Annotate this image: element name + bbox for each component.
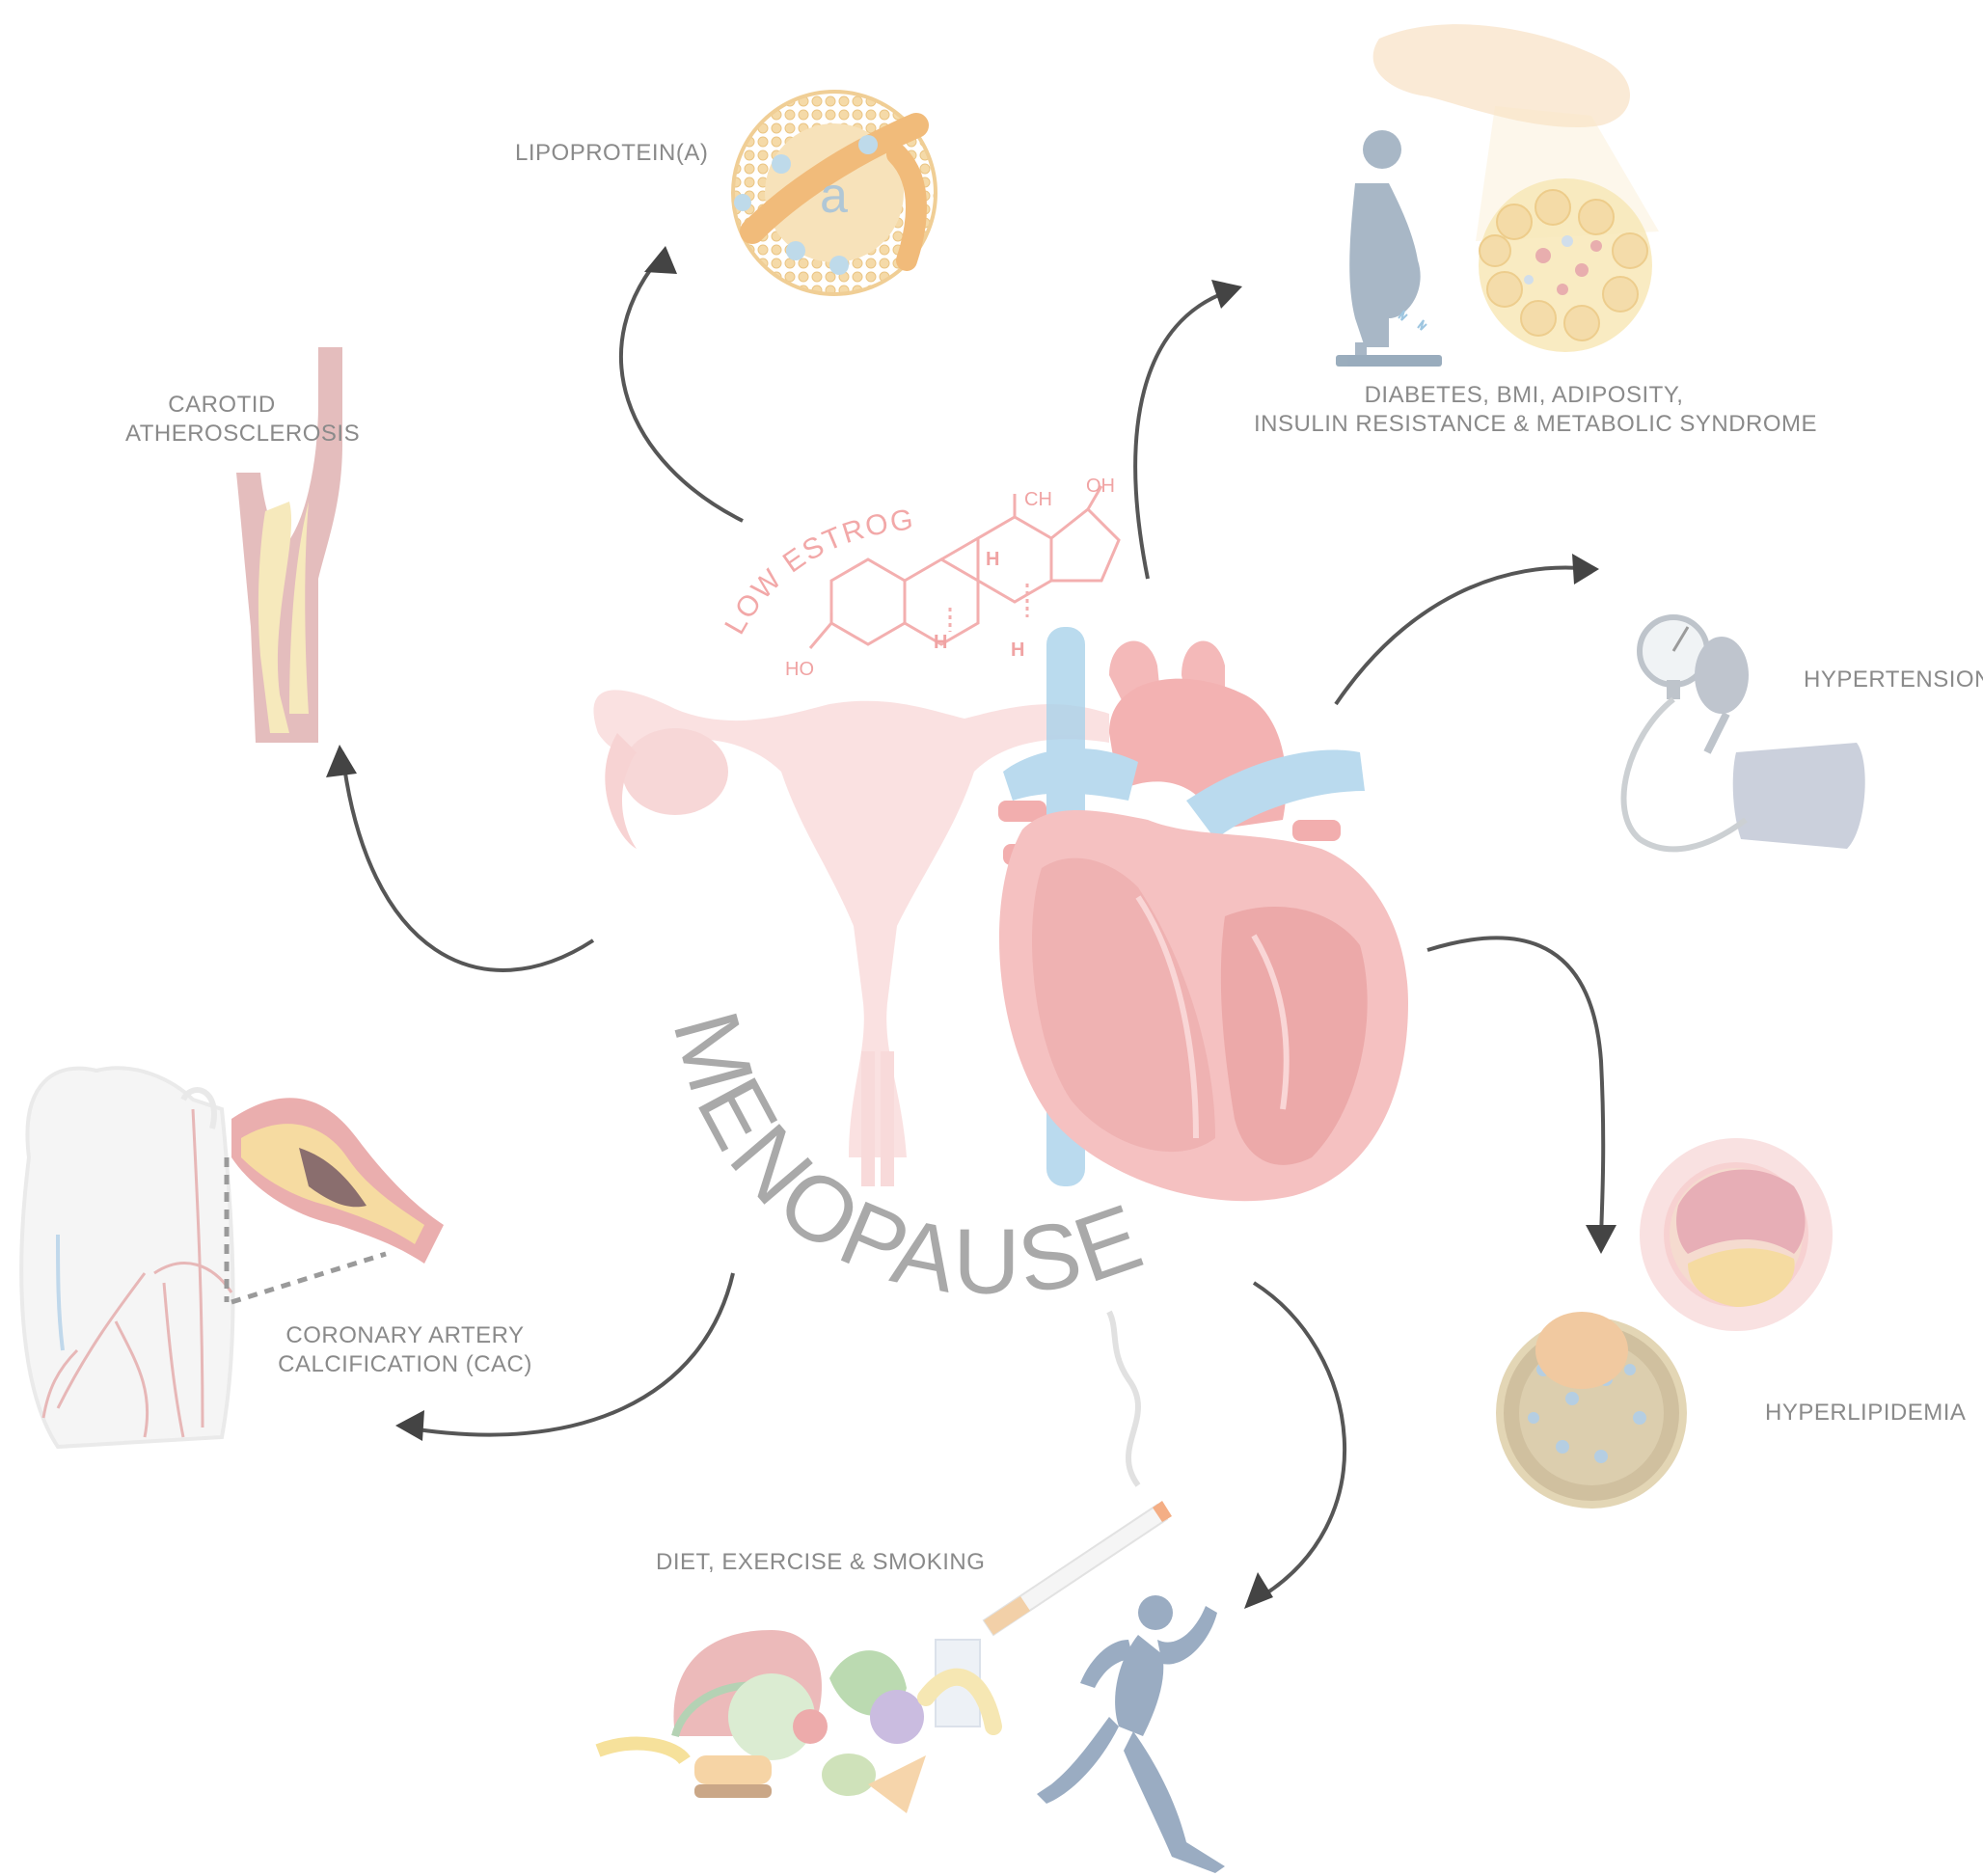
arrow-to-lipoprotein [618, 249, 744, 523]
arrow-to-hypertension [1334, 565, 1592, 706]
cac-label-line1: CORONARY ARTERY [285, 1322, 525, 1348]
cac-label-line2: CALCIFICATION (CAC) [278, 1351, 532, 1377]
arrow-to-cac [404, 1272, 735, 1437]
molecule-label-ho: HO [785, 659, 814, 680]
carotid-artery-illustration [236, 347, 342, 743]
scale-signal-icon [1398, 310, 1427, 331]
adipose-tissue-illustration [1479, 178, 1652, 352]
molecule-label-h3: H [1011, 639, 1024, 661]
arrowheads [326, 246, 1616, 1609]
zoom-dashed-lines [224, 1157, 387, 1305]
metabolic-label-line1: DIABETES, BMI, ADIPOSITY, [1364, 382, 1684, 408]
food-group-illustration [595, 1630, 1002, 1813]
blood-pressure-cuff-icon [1620, 614, 1865, 853]
cac-label: CORONARY ARTERY CALCIFICATION (CAC) [270, 1321, 540, 1379]
hyperlipidemia-label: HYPERLIPIDEMIA [1765, 1400, 1967, 1426]
carotid-label: CAROTID ATHEROSCLEROSIS [125, 391, 361, 449]
low-estrogen-label: LOW ESTROGEN [0, 0, 916, 639]
coronary-heart-illustration [19, 1066, 235, 1450]
cigarette-icon [982, 1310, 1172, 1637]
heart-illustration [998, 627, 1408, 1202]
runner-icon [1037, 1595, 1225, 1873]
estrogen-molecule [808, 485, 1121, 649]
lipoprotein-particle-illustration [731, 90, 937, 296]
lipoprotein-letter: a [820, 168, 848, 224]
arrow-to-lifestyle [1252, 1281, 1346, 1603]
arrow-to-metabolic [1133, 287, 1236, 580]
arrow-to-hyperlipidemia [1426, 936, 1606, 1245]
molecule-label-oh: OH [1086, 476, 1115, 497]
carotid-label-line1: CAROTID [168, 392, 276, 418]
plaque-artery-cross-section-illustration [1640, 1138, 1833, 1331]
lifestyle-label: DIET, EXERCISE & SMOKING [656, 1549, 986, 1575]
arrows [340, 249, 1606, 1603]
molecule-label-h1: H [986, 549, 999, 570]
person-on-scale-icon [1336, 130, 1442, 367]
calcified-artery-zoom-illustration [231, 1098, 444, 1264]
carotid-label-line2: ATHEROSCLEROSIS [125, 421, 361, 447]
hypertension-label: HYPERTENSION [1804, 666, 1983, 693]
metabolic-label-line2: INSULIN RESISTANCE & METABOLIC SYNDROME [1254, 411, 1818, 437]
arrow-to-carotid [340, 751, 595, 972]
lipoprotein-label: LIPOPROTEIN(A) [515, 140, 709, 166]
pancreas-illustration [1372, 24, 1630, 128]
metabolic-label: DIABETES, BMI, ADIPOSITY, INSULIN RESIST… [1254, 381, 1818, 439]
lipoprotein-cluster-illustration [1496, 1312, 1687, 1509]
molecule-label-ch: CH [1024, 489, 1052, 510]
molecule-label-h2: H [934, 632, 947, 653]
